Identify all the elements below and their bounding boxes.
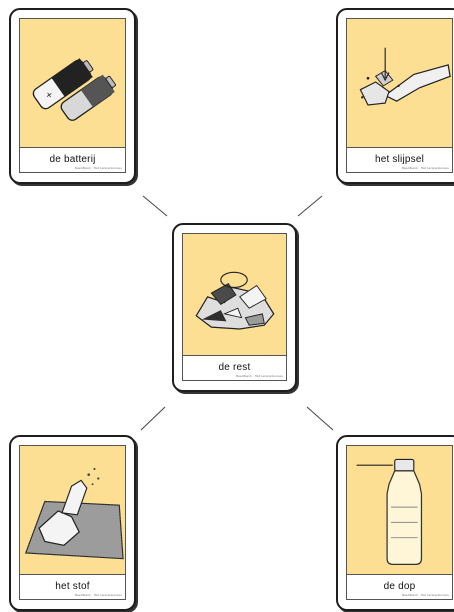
card-art — [346, 18, 453, 148]
connector-line-stof — [140, 406, 166, 431]
battery-icon: + — [32, 58, 116, 121]
card-credit: Beeldbank · Het Lerarenbureau — [402, 593, 449, 597]
svg-text:+: + — [44, 89, 56, 101]
connector-line-slijpsel — [297, 195, 323, 217]
card-art — [346, 445, 453, 575]
card-credit: Beeldbank · Het Lerarenbureau — [236, 374, 283, 378]
card-label: het stof — [55, 581, 90, 592]
connector-line-dop — [306, 406, 334, 431]
card-rest[interactable]: de rest Beeldbank · Het Lerarenbureau — [172, 223, 297, 392]
card-caption: het slijpsel Beeldbank · Het Lerarenbure… — [346, 148, 453, 173]
card-batterij[interactable]: + de batterij Beeldbank · Het Lerarenbur… — [9, 8, 136, 184]
card-slijpsel[interactable]: het slijpsel Beeldbank · Het Lerarenbure… — [336, 8, 454, 184]
card-label: de batterij — [49, 154, 96, 165]
card-credit: Beeldbank · Het Lerarenbureau — [75, 166, 122, 170]
card-art — [19, 445, 126, 575]
card-credit: Beeldbank · Het Lerarenbureau — [75, 593, 122, 597]
card-caption: het stof Beeldbank · Het Lerarenbureau — [19, 575, 126, 600]
grinding-dust-icon — [359, 47, 451, 106]
card-label: de dop — [383, 581, 416, 592]
card-caption: de dop Beeldbank · Het Lerarenbureau — [346, 575, 453, 600]
waste-pile-icon — [195, 271, 275, 330]
card-caption: de rest Beeldbank · Het Lerarenbureau — [182, 356, 287, 381]
connector-line-batterij — [142, 195, 168, 217]
card-stof[interactable]: het stof Beeldbank · Het Lerarenbureau — [9, 435, 136, 611]
dust-icon — [24, 467, 124, 560]
card-label: het slijpsel — [374, 154, 425, 165]
card-credit: Beeldbank · Het Lerarenbureau — [402, 166, 449, 170]
card-art: + — [19, 18, 126, 148]
card-art — [182, 233, 287, 356]
card-dop[interactable]: de dop Beeldbank · Het Lerarenbureau — [336, 435, 454, 611]
bottle-cap-icon — [356, 458, 423, 566]
card-caption: de batterij Beeldbank · Het Lerarenburea… — [19, 148, 126, 173]
card-label: de rest — [218, 362, 251, 373]
